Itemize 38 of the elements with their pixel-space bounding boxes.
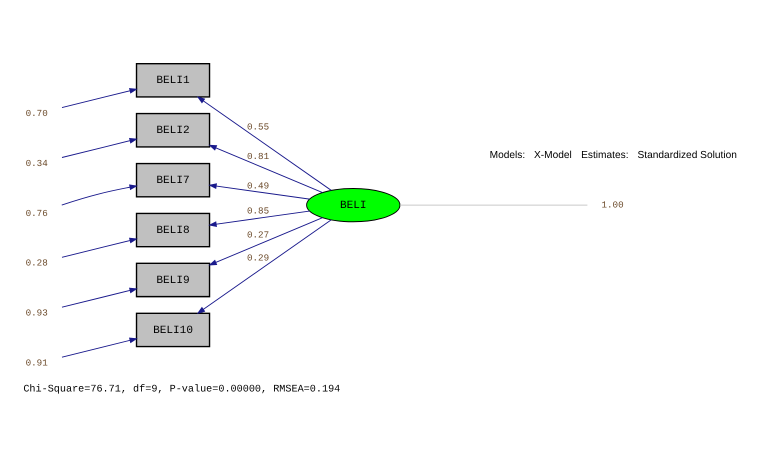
label: Models:: [490, 150, 526, 161]
arrow: [196, 96, 332, 191]
node-box: BELI2: [136, 112, 210, 148]
arrow: [208, 183, 310, 200]
label: Estimates:: [581, 150, 629, 161]
node-text: 0.28: [26, 258, 48, 269]
edge-label: 0.27: [246, 229, 270, 240]
node-text: 0.76: [26, 208, 48, 219]
arrow: [62, 138, 138, 158]
edge-label: 0.81: [246, 150, 270, 162]
node-box: BELI7: [136, 162, 210, 198]
node-box: BELI10: [136, 312, 210, 348]
edge-label: 0.29: [246, 252, 270, 264]
label: X-Model: [534, 150, 572, 161]
node-box: BELI1: [136, 63, 210, 98]
label: Standardized Solution: [638, 150, 737, 161]
arrow: [62, 238, 138, 258]
arrow: [62, 338, 138, 358]
connector: [400, 204, 588, 206]
edge-label: 0.85: [246, 205, 270, 216]
edge-label: 0.55: [246, 121, 270, 132]
node-box: BELI8: [136, 212, 210, 248]
arrow: [208, 144, 323, 194]
node-box: BELI9: [136, 262, 210, 298]
node-text: 1.00: [601, 199, 624, 210]
arrow: [62, 288, 138, 308]
node-text: 0.70: [26, 108, 48, 119]
arrow: [62, 88, 138, 108]
node-text: 0.93: [26, 308, 48, 319]
arrow: [196, 219, 332, 314]
arrow: [61, 184, 138, 206]
node-text: 0.34: [26, 158, 48, 169]
node-text: 0.91: [26, 357, 48, 368]
edge-label: 0.49: [246, 180, 270, 192]
arrow: [208, 217, 323, 266]
caption: Chi-Square=76.71, df=9, P-value=0.00000, RMSEA=0.194: [23, 384, 340, 396]
node-ellipse: BELI: [306, 188, 400, 222]
arrow: [208, 210, 310, 227]
